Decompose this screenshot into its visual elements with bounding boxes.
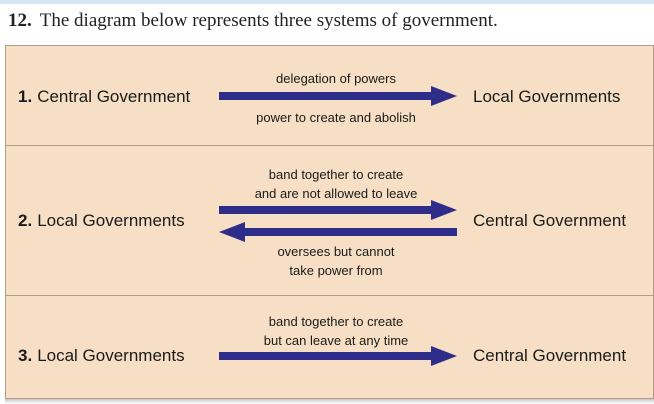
row3-left-text: Local Governments bbox=[37, 346, 185, 365]
row3-right-label: Central Government bbox=[473, 346, 627, 365]
row2-top-caption: band together to create and are not allo… bbox=[219, 165, 453, 203]
row1-left-label: 1.Central Government bbox=[18, 87, 190, 107]
row2-bottom-caption-line2: take power from bbox=[289, 263, 383, 278]
question-header: 12. The diagram below represents three sy… bbox=[8, 10, 498, 32]
row3-top-caption-line2: but can leave at any time bbox=[263, 333, 409, 348]
row3-right-arrow bbox=[219, 346, 457, 366]
left-arrow-shape bbox=[219, 222, 457, 242]
row3-left-label: 3.Local Governments bbox=[18, 346, 185, 366]
row2-right-arrow bbox=[219, 200, 457, 220]
row2-bottom-caption-line1: oversees but cannot bbox=[277, 244, 395, 259]
right-arrow-shape bbox=[219, 86, 457, 106]
row3-top-caption-line1: band together to create bbox=[268, 314, 404, 329]
row1-right-label: Local Governments bbox=[473, 87, 621, 106]
row-divider bbox=[6, 145, 653, 146]
right-arrow-shape bbox=[219, 346, 457, 366]
question-number: 12. bbox=[8, 10, 32, 31]
row2-left-arrow bbox=[219, 222, 457, 242]
row2-bottom-caption: oversees but cannot take power from bbox=[219, 242, 453, 280]
row2-left-text: Local Governments bbox=[37, 211, 185, 230]
right-arrow-shape bbox=[219, 200, 457, 220]
row1-bottom-caption: power to create and abolish bbox=[256, 110, 416, 125]
row-divider bbox=[6, 295, 653, 296]
question-text: The diagram below represents three syste… bbox=[39, 10, 498, 31]
row3-top-caption: band together to create but can leave at… bbox=[219, 312, 453, 350]
panel-shadow bbox=[5, 399, 654, 404]
row2-top-caption-line2: and are not allowed to leave bbox=[254, 186, 418, 201]
row2-top-caption-line1: band together to create bbox=[268, 167, 404, 182]
row2-left-label: 2.Local Governments bbox=[18, 211, 185, 231]
row2-number: 2. bbox=[18, 211, 33, 230]
row1-left-text: Central Government bbox=[37, 87, 191, 106]
top-strip bbox=[0, 0, 654, 4]
systems-diagram: 1.Central Government delegation of power… bbox=[5, 45, 654, 399]
row1-right-arrow bbox=[219, 86, 457, 106]
row2-right-label: Central Government bbox=[473, 211, 627, 230]
row1-number: 1. bbox=[18, 87, 33, 106]
row3-number: 3. bbox=[18, 346, 33, 365]
row1-top-caption: delegation of powers bbox=[276, 71, 396, 86]
